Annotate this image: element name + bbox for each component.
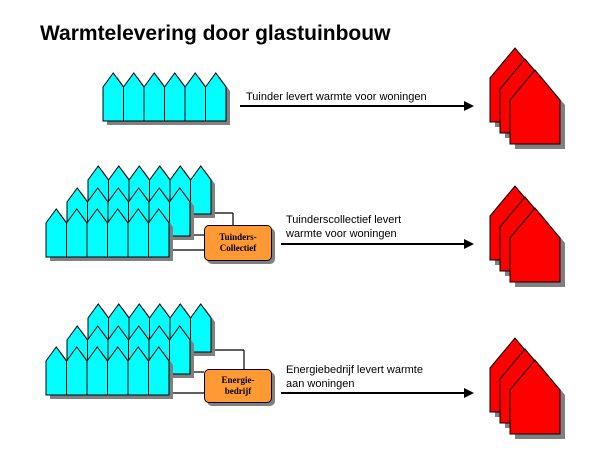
row2-label-line2: warmte voor woningen xyxy=(286,228,397,240)
greenhouse-icon xyxy=(45,208,173,261)
greenhouse-icon xyxy=(45,346,173,399)
arrow-icon xyxy=(281,388,474,398)
house-body xyxy=(509,359,561,435)
box-line2: Collectief xyxy=(219,243,257,253)
page-title: Warmtelevering door glastuinbouw xyxy=(40,22,391,45)
house-icon xyxy=(509,69,565,149)
row3-label-line2: aan woningen xyxy=(286,378,355,390)
row1-label-line1: Tuinder levert warmte voor woningen xyxy=(246,91,427,103)
row3-label-line1: Energiebedrijf levert warmte xyxy=(286,364,423,376)
tuinders-collectief-box: Tuinders- Collectief xyxy=(204,225,272,261)
greenhouse-icon xyxy=(102,72,230,125)
arrow-head xyxy=(464,388,474,398)
row1-label: Tuinder levert warmte voor woningen xyxy=(246,90,427,104)
arrow-head xyxy=(464,239,474,249)
house-icon xyxy=(509,207,565,287)
box-line2: bedrijf xyxy=(224,386,252,396)
arrow-head xyxy=(464,101,474,111)
arrow-icon xyxy=(281,239,474,249)
house-body xyxy=(509,207,561,283)
box-line1: Energie- xyxy=(221,375,255,385)
row2-label: Tuinderscollectief levert warmte voor wo… xyxy=(286,213,401,241)
energiebedrijf-box: Energie- bedrijf xyxy=(204,369,272,403)
house-icon xyxy=(509,359,565,439)
row3-label: Energiebedrijf levert warmte aan woninge… xyxy=(286,363,423,391)
house-body xyxy=(509,69,561,145)
box-line1: Tuinders- xyxy=(219,232,257,242)
row2-label-line1: Tuinderscollectief levert xyxy=(286,214,402,226)
arrow-icon xyxy=(240,101,474,111)
